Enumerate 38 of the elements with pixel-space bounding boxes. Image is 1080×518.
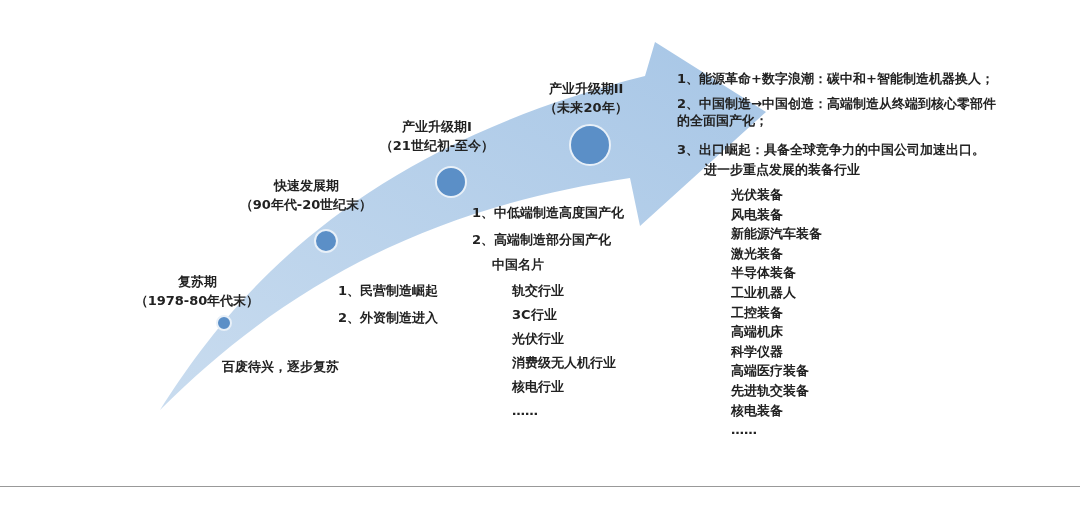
list-item: 高端机床 (731, 323, 783, 341)
list-item: 消费级无人机行业 (512, 354, 616, 371)
list-item: …… (512, 402, 538, 419)
list-item: 轨交行业 (512, 282, 564, 299)
period-label: （未来20年） (544, 99, 628, 116)
period-label: （90年代-20世纪末） (239, 196, 373, 213)
note-text: 百废待兴，逐步复苏 (222, 358, 339, 375)
stage-title: 快速发展期 (273, 177, 339, 194)
list-item: 新能源汽车装备 (731, 225, 822, 243)
list-item: …… (731, 421, 757, 439)
list-item: 激光装备 (731, 244, 783, 262)
stage-title: 复苏期 (177, 273, 217, 290)
period-label: （1978-80年代末） (134, 292, 260, 309)
list-item: 科学仪器 (731, 342, 783, 360)
period-label: （21世纪初-至今） (379, 137, 495, 154)
list-item: 核电装备 (731, 401, 783, 419)
list-item: 工控装备 (731, 303, 783, 321)
list-item: 工业机器人 (731, 284, 796, 301)
list-item: 2、外资制造进入 (338, 309, 439, 326)
list-item: 核电行业 (512, 378, 564, 395)
list-item: 1、中低端制造高度国产化 (472, 204, 625, 221)
list-item: 先进轨交装备 (731, 382, 809, 399)
list-item: 2、中国制造→中国创造：高端制造从终端到核心零部件的全面国产化； (677, 95, 997, 129)
section-heading: 中国名片 (492, 256, 544, 273)
list-item: 2、高端制造部分国产化 (472, 231, 612, 248)
section-heading: 进一步重点发展的装备行业 (704, 161, 860, 178)
stage-title: 产业升级期I (402, 118, 472, 135)
list-item: 1、能源革命+数字浪潮：碳中和+智能制造机器换人； (677, 70, 994, 87)
list-item: 3C行业 (512, 306, 557, 323)
list-item: 光伏行业 (512, 330, 564, 347)
stage-circle (216, 315, 232, 331)
stage-title: 产业升级期II (548, 80, 624, 97)
list-item: 风电装备 (731, 205, 783, 223)
list-item: 光伏装备 (731, 186, 783, 203)
list-item: 半导体装备 (731, 264, 796, 282)
list-item: 1、民营制造崛起 (338, 282, 439, 299)
list-item: 高端医疗装备 (731, 362, 809, 380)
list-item: 3、出口崛起：具备全球竞争力的中国公司加速出口。 (677, 141, 986, 158)
